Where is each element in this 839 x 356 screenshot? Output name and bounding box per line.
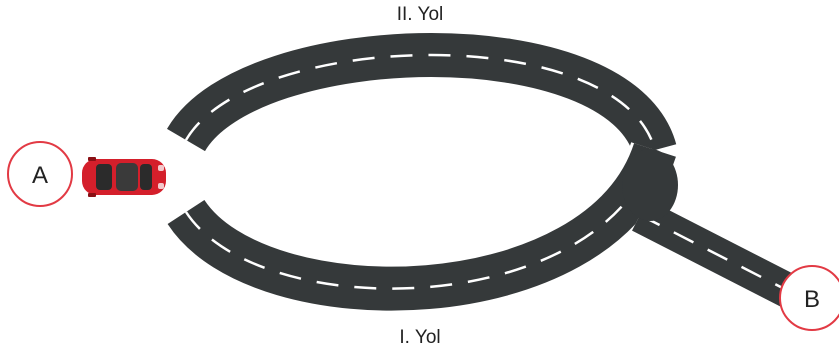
point-a-label: A: [32, 162, 48, 189]
upper-road: [186, 55, 655, 150]
top-road-label: II. Yol: [397, 4, 444, 25]
point-b: B: [780, 266, 839, 330]
junction: [622, 149, 678, 221]
point-a: A: [8, 142, 72, 206]
bottom-road-label: I. Yol: [399, 327, 440, 348]
red-car-icon: [82, 157, 166, 197]
point-b-label: B: [804, 286, 820, 313]
lower-road: [186, 150, 655, 289]
